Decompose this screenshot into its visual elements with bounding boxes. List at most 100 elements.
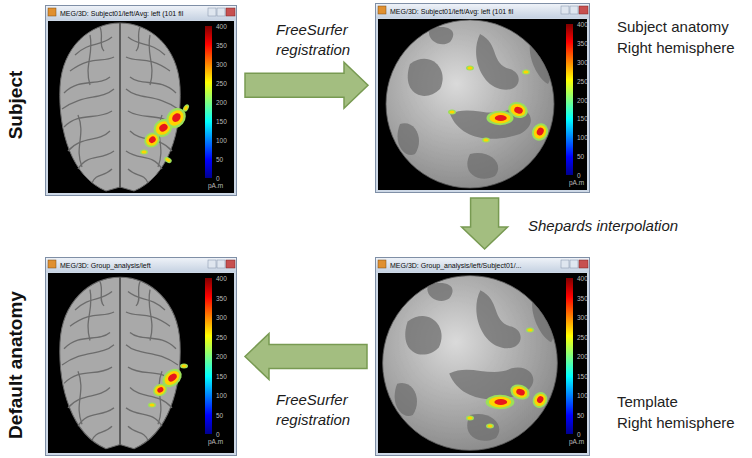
colorbar-tick: 100 — [216, 392, 227, 400]
colorbar-tick: 0 — [216, 175, 220, 183]
art-rect — [48, 260, 56, 268]
colorbar-tick: 350 — [577, 40, 588, 48]
colorbar-tick: 400 — [216, 23, 227, 31]
art-use — [60, 277, 180, 448]
window-title: MEG/3D: Subject01/left/Avg: left (101 fi… — [60, 9, 183, 18]
art-rect — [375, 3, 590, 193]
art-use — [530, 389, 551, 410]
art-rect — [378, 260, 386, 268]
side-note: Subject anatomy — [617, 17, 729, 37]
art-rect — [226, 260, 235, 268]
arrow-label: FreeSurfer registration — [276, 20, 376, 60]
colorbar-unit: pA.m — [569, 438, 584, 446]
art-use — [151, 381, 169, 399]
art-use — [508, 382, 532, 402]
colorbar-tick: 150 — [577, 373, 588, 381]
arrow-label: FreeSurfer registration — [276, 390, 376, 430]
art-rect — [376, 258, 589, 272]
side-note: Right hemisphere — [617, 38, 735, 58]
colorbar-tick: 300 — [577, 314, 588, 322]
art-use — [163, 156, 172, 164]
art-rect — [208, 260, 216, 268]
side-note: Template — [617, 392, 678, 412]
colorbar-tick: 100 — [577, 392, 588, 400]
art-rect — [561, 6, 569, 14]
art-use — [141, 129, 163, 150]
art-use — [162, 104, 190, 132]
art-rect — [570, 260, 578, 268]
block-arrow — [462, 198, 508, 249]
art-use — [482, 138, 490, 143]
art-use — [486, 395, 515, 409]
art-use — [466, 416, 474, 421]
art-use — [487, 111, 514, 125]
colorbar-unit: pA.m — [569, 179, 584, 187]
art-rect — [217, 8, 225, 16]
art-rect — [46, 258, 236, 272]
art-rect — [45, 257, 237, 456]
art-rect — [570, 6, 578, 14]
art-rect — [378, 6, 386, 14]
window-title: MEG/3D: Group_analysis/left — [60, 261, 151, 270]
colorbar-tick: 150 — [216, 118, 227, 126]
art-use — [526, 328, 534, 333]
window-frame — [375, 3, 590, 193]
art-use — [383, 276, 558, 451]
viewer-window: MEG/3D: Group_analysis/left4003503002502… — [45, 257, 237, 456]
art-use — [506, 99, 530, 120]
colorbar-tick: 400 — [216, 275, 227, 283]
art-rect — [378, 273, 587, 453]
colorbar-tick: 200 — [577, 353, 588, 361]
colorbar-tick: 50 — [216, 412, 223, 420]
art-use — [60, 23, 180, 191]
arrow-label: Shepards interpolation — [528, 216, 728, 236]
colorbar-unit: pA.m — [208, 438, 223, 446]
art-rect — [226, 8, 235, 16]
colorbar-tick: 150 — [216, 373, 227, 381]
row-label: Subject — [5, 71, 27, 140]
art-rect — [566, 24, 573, 175]
colorbar-tick: 0 — [577, 431, 581, 439]
colorbar-tick: 50 — [577, 412, 584, 420]
art-use — [148, 403, 156, 408]
colorbar-tick: 50 — [216, 156, 223, 164]
colorbar-tick: 400 — [577, 275, 588, 283]
colorbar-tick: 250 — [577, 78, 588, 86]
art-rect — [566, 278, 573, 434]
colorbar-tick: 300 — [216, 61, 227, 69]
colorbar-tick: 300 — [577, 59, 588, 67]
art-use — [522, 70, 530, 75]
art-rect — [208, 8, 216, 16]
art-rect — [378, 19, 587, 190]
colorbar-tick: 0 — [577, 172, 581, 180]
window-frame — [375, 257, 590, 456]
art-rect — [48, 21, 234, 193]
window-title: MEG/3D: Group_analysis/left/Subject01/..… — [390, 261, 522, 270]
colorbar-tick: 300 — [216, 314, 227, 322]
colorbar-tick: 150 — [577, 115, 588, 123]
colorbar-tick: 100 — [216, 137, 227, 145]
art-rect — [45, 5, 237, 196]
block-arrow — [245, 62, 368, 108]
art-use — [529, 120, 552, 143]
art-rect — [48, 8, 56, 16]
colorbar-tick: 50 — [577, 153, 584, 161]
art-rect — [376, 4, 589, 18]
colorbar-tick: 0 — [216, 431, 220, 439]
art-rect — [205, 26, 212, 178]
colorbar-tick: 200 — [216, 99, 227, 107]
art-rect — [217, 260, 225, 268]
colorbar-tick: 400 — [577, 21, 588, 29]
colorbar-tick: 250 — [216, 334, 227, 342]
art-use — [386, 20, 554, 188]
colorbar-tick: 200 — [216, 353, 227, 361]
viewer-window: MEG/3D: Subject01/left/Avg: left (101 fi… — [45, 5, 237, 196]
viewer-window: MEG/3D: Group_analysis/left/Subject01/..… — [375, 257, 590, 456]
art-rect — [375, 257, 590, 456]
window-title: MEG/3D: Subject01/left/Avg: left (101 fi… — [390, 7, 513, 16]
art-use — [486, 424, 494, 429]
colorbar-tick: 200 — [577, 97, 588, 105]
block-arrow — [245, 334, 367, 380]
art-rect — [561, 260, 569, 268]
window-frame — [45, 5, 237, 196]
